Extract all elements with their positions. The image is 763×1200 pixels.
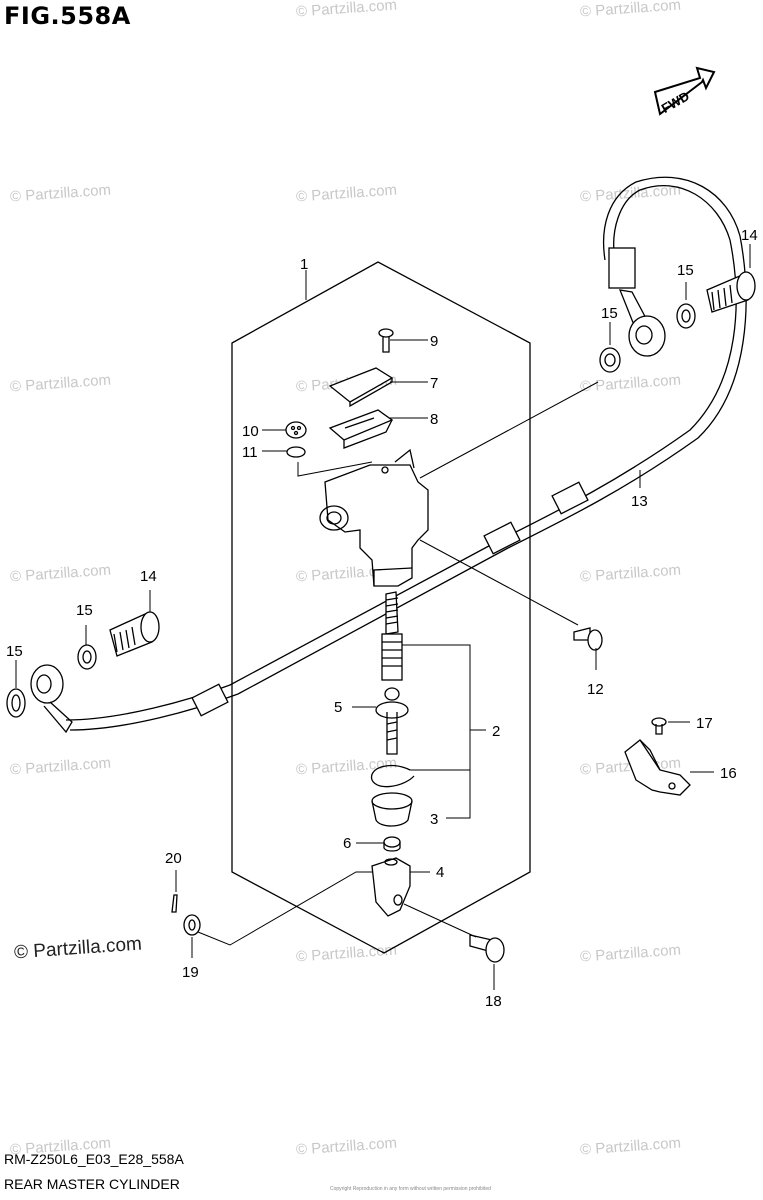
washer-15 xyxy=(77,644,97,670)
callout-12: 12 xyxy=(587,681,604,698)
callout-14: 14 xyxy=(741,227,758,244)
screw-17 xyxy=(651,717,667,735)
cotter-pin-20 xyxy=(171,894,178,913)
left-banjo xyxy=(30,664,73,734)
callout-7: 7 xyxy=(430,375,438,392)
callout-13: 13 xyxy=(631,493,648,510)
pin-18 xyxy=(469,934,505,963)
callout-20: 20 xyxy=(165,850,182,867)
callout-2: 2 xyxy=(492,723,500,740)
screw-9 xyxy=(378,328,394,353)
callout-10: 10 xyxy=(242,423,259,440)
hose-guide-16 xyxy=(624,739,691,796)
piston-assembly-2 xyxy=(381,591,403,681)
diaphragm-8 xyxy=(328,409,394,449)
callout-6: 6 xyxy=(343,835,351,852)
callout-16: 16 xyxy=(720,765,737,782)
washer-19 xyxy=(183,914,201,936)
washer-15 xyxy=(676,303,696,329)
washer-15 xyxy=(6,688,26,718)
nut-6 xyxy=(383,836,401,852)
callout-11: 11 xyxy=(242,444,258,461)
o-ring-11 xyxy=(286,446,306,458)
clevis-joint-4 xyxy=(371,857,411,917)
callout-18: 18 xyxy=(485,993,502,1010)
figure-title: FIG.558A xyxy=(4,2,131,30)
master-cylinder-body xyxy=(319,448,429,587)
right-banjo xyxy=(618,289,666,357)
callout-1: 1 xyxy=(300,256,308,273)
brake-hose xyxy=(65,176,747,731)
figure-code: RM-Z250L6_E03_E28_558A xyxy=(4,1151,184,1167)
union-bolt-14 xyxy=(109,611,160,657)
fine-print: Copyright Reproduction in any form witho… xyxy=(330,1186,491,1192)
callout-3: 3 xyxy=(430,811,438,828)
callout-15: 15 xyxy=(601,305,618,322)
callout-15: 15 xyxy=(76,602,93,619)
boot-3 xyxy=(371,792,413,827)
callout-8: 8 xyxy=(430,411,438,428)
union-bolt-14 xyxy=(706,271,756,313)
figure-name: REAR MASTER CYLINDER xyxy=(4,1176,180,1192)
reservoir-cap-7 xyxy=(328,367,394,408)
callout-14: 14 xyxy=(140,568,157,585)
assembly-outline xyxy=(231,261,531,954)
callout-19: 19 xyxy=(182,964,199,981)
washer-15 xyxy=(599,347,621,373)
callout-5: 5 xyxy=(334,699,342,716)
screw-12 xyxy=(573,627,603,651)
circlip xyxy=(371,764,415,788)
push-rod-5 xyxy=(375,687,409,755)
fwd-arrow xyxy=(653,66,716,116)
callout-17: 17 xyxy=(696,715,713,732)
leader-lines xyxy=(15,244,751,990)
callout-15: 15 xyxy=(677,262,694,279)
callout-4: 4 xyxy=(436,864,444,881)
filter-10 xyxy=(285,421,307,439)
callout-9: 9 xyxy=(430,333,438,350)
callout-15: 15 xyxy=(6,643,23,660)
